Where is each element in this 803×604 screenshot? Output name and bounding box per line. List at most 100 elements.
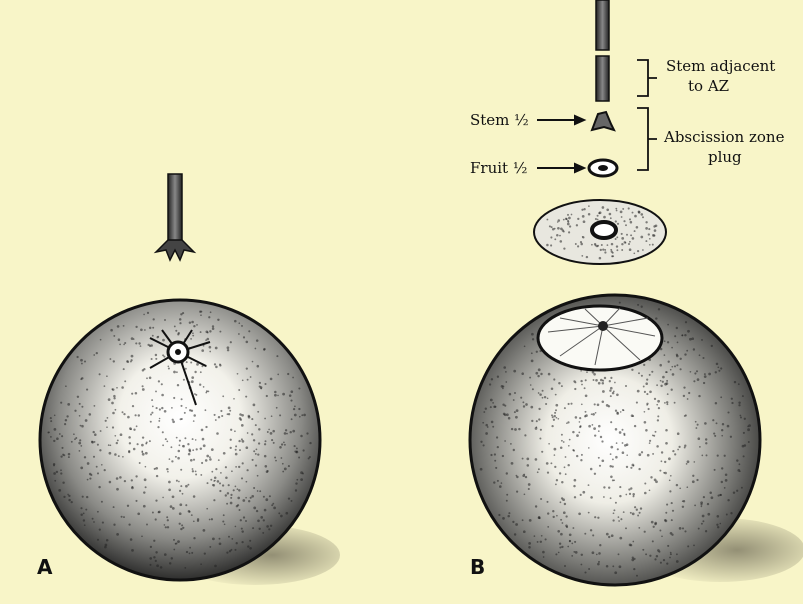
stipple-dot [205,426,207,428]
stipple-dot [84,456,86,458]
stipple-dot [567,223,570,226]
stipple-dot [535,372,538,375]
stipple-dot [616,249,618,251]
stipple-dot [510,443,512,445]
stipple-dot [592,534,594,536]
stipple-dot [632,415,634,417]
stipple-dot [716,422,718,424]
stipple-dot [580,243,583,246]
stipple-dot [493,406,496,409]
stipple-dot [157,426,159,428]
stipple-dot [551,414,553,416]
stipple-dot [543,556,545,558]
stipple-dot [137,443,139,445]
stipple-dot [705,530,707,532]
stipple-dot [151,412,153,414]
stipple-dot [175,456,177,458]
stipple-dot [595,218,597,220]
stipple-dot [99,529,101,531]
arrow-fruit-half-head [575,164,584,172]
stipple-dot [717,366,719,368]
stipple-dot [94,433,97,436]
stipple-dot [209,458,212,461]
stipple-dot [245,446,248,449]
stipple-dot [241,530,243,532]
stipple-dot [156,564,159,567]
stipple-dot [143,314,145,316]
stipple-dot [253,450,255,452]
stipple-dot [291,418,293,420]
stipple-dot [724,455,726,457]
stipple-dot [718,495,720,497]
stipple-dot [677,449,679,451]
stipple-dot [562,522,564,524]
stipple-dot [632,557,634,559]
stipple-dot [193,420,195,422]
stipple-dot [594,403,596,405]
stipple-dot [279,446,282,449]
stipple-dot [664,340,666,342]
stipple-dot [296,479,298,481]
stipple-dot [112,412,115,415]
stipple-dot [167,526,169,528]
stipple-dot [119,344,121,346]
stipple-dot [699,446,701,448]
stipple-dot [235,445,237,447]
stipple-dot [114,435,116,437]
stipple-dot [645,221,647,223]
stipple-dot [124,342,126,344]
stipple-dot [81,406,83,408]
stipple-dot [222,484,224,486]
stipple-dot [174,325,176,327]
stipple-dot [518,428,520,430]
stipple-dot [130,538,133,541]
stipple-dot [145,452,148,455]
stipple-dot [691,337,694,340]
stipple-dot [213,484,216,487]
stipple-dot [582,215,585,218]
stipple-dot [698,395,700,397]
stipple-dot [683,395,685,397]
stipple-dot [93,354,95,356]
stipple-dot [215,468,217,470]
stipple-dot [619,431,622,434]
stipple-dot [637,250,639,252]
stipple-dot [282,471,284,473]
stipple-dot [285,429,287,431]
stipple-dot [240,519,242,521]
stipple-dot [129,442,131,444]
stipple-dot [637,390,640,393]
stipple-dot [534,535,536,537]
stipple-dot [68,499,70,501]
stipple-dot [229,410,231,412]
stipple-dot [209,351,211,353]
stipple-dot [563,247,565,249]
stipple-dot [747,426,749,428]
stipple-dot [482,422,484,424]
stipple-dot [542,551,545,554]
stipple-dot [743,432,745,434]
stipple-dot [156,336,158,338]
stipple-dot [130,359,132,361]
stipple-dot [152,327,154,329]
stipple-dot [618,553,620,555]
stipple-dot [142,385,144,387]
stipple-dot [612,465,614,467]
stipple-dot [610,446,613,449]
stipple-dot [686,350,688,352]
stipple-dot [671,389,673,391]
stipple-dot [99,373,101,375]
stipple-dot [563,219,565,221]
stipple-dot [235,526,237,528]
stipple-dot [654,522,657,525]
stipple-dot [662,376,665,379]
stipple-dot [601,440,603,442]
stipple-dot [283,442,285,444]
stipple-dot [179,503,182,506]
stem-top-segment [596,0,609,50]
stipple-dot [138,342,140,344]
stipple-dot [241,477,243,479]
stipple-dot [497,376,499,378]
stipple-dot [227,349,229,351]
stipple-dot [506,472,508,474]
